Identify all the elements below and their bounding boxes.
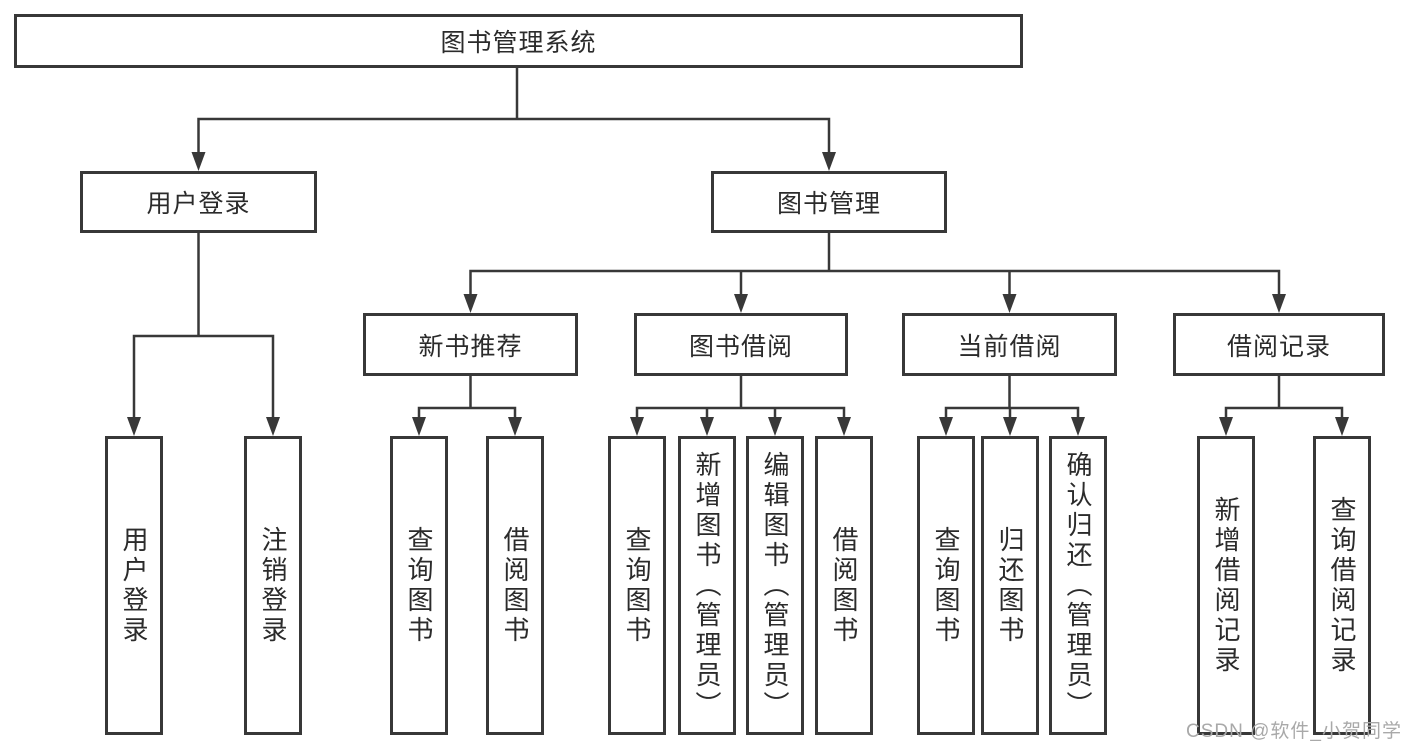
connector-root-to-level2 [197, 117, 831, 153]
node-label: 用户登录 [146, 190, 251, 218]
arrow-down-icon [1219, 417, 1233, 436]
node-library-management-system: 图书管理系统 [14, 14, 1023, 68]
arrow-down-icon [412, 417, 426, 436]
node-label: 图书借阅 [688, 332, 793, 361]
arrow-down-icon [127, 417, 141, 436]
node-current-borrow: 当前借阅 [902, 313, 1117, 376]
connector-paths [132, 68, 1344, 419]
node-borrow-records: 借阅记录 [1173, 313, 1385, 376]
arrow-down-icon [837, 417, 851, 436]
node-user-login: 用户登录 [80, 171, 317, 233]
arrow-down-icon [191, 152, 206, 171]
arrow-down-icon [1071, 417, 1085, 436]
connector-newbook-to-leaves [417, 406, 517, 419]
leaf-query-books-borrow: 查询图书 [608, 436, 666, 735]
leaf-user-login: 用户登录 [105, 436, 163, 735]
leaf-confirm-return-admin: 确认归还（管理员） [1049, 436, 1107, 735]
node-label: 查询图书 [622, 525, 652, 646]
connector-current-to-leaves [944, 406, 1080, 419]
node-label: 新书推荐 [418, 332, 523, 361]
connector-bookmgmt-to-level3 [469, 269, 1281, 296]
leaf-query-books-recommend: 查询图书 [390, 436, 448, 735]
node-label: 新增借阅记录 [1211, 495, 1241, 676]
arrow-down-icon [939, 417, 953, 436]
node-book-borrow: 图书借阅 [634, 313, 848, 376]
arrow-down-icon [463, 294, 478, 313]
node-label: 确认归还（管理员） [1063, 450, 1093, 721]
leaf-edit-book-admin: 编辑图书（管理员） [746, 436, 804, 735]
leaf-borrow-books-recommend: 借阅图书 [486, 436, 544, 735]
leaf-add-borrow-record: 新增借阅记录 [1197, 436, 1255, 735]
arrow-down-icon [768, 417, 782, 436]
arrow-down-icon [1003, 417, 1017, 436]
leaf-query-books-current: 查询图书 [917, 436, 975, 735]
node-label: 当前借阅 [957, 332, 1062, 361]
node-label: 归还图书 [995, 525, 1025, 646]
node-label: 编辑图书（管理员） [760, 450, 790, 721]
node-book-management: 图书管理 [711, 171, 947, 233]
connector-records-to-leaves [1224, 406, 1344, 419]
node-label: 查询借阅记录 [1327, 495, 1357, 676]
leaf-borrow-books: 借阅图书 [815, 436, 873, 735]
arrow-down-icon [1272, 294, 1286, 313]
arrow-down-icon [266, 417, 280, 436]
node-label: 借阅图书 [829, 525, 859, 646]
arrow-down-icon [822, 152, 836, 171]
csdn-watermark: CSDN @软件_小贺同学 [1186, 721, 1402, 742]
leaf-return-book: 归还图书 [981, 436, 1039, 735]
node-label: 借阅图书 [500, 525, 530, 646]
arrow-down-icon [734, 294, 748, 313]
node-label: 查询图书 [404, 525, 434, 646]
leaf-add-book-admin: 新增图书（管理员） [678, 436, 736, 735]
arrowheads [127, 152, 1349, 436]
node-label: 新增图书（管理员） [692, 450, 722, 721]
arrow-down-icon [700, 417, 714, 436]
arrow-down-icon [1335, 417, 1349, 436]
leaf-logout: 注销登录 [244, 436, 302, 735]
connector-userlogin-to-leaves [132, 334, 275, 419]
node-label: 查询图书 [931, 525, 961, 646]
node-label: 用户登录 [119, 525, 149, 646]
leaf-query-borrow-record: 查询借阅记录 [1313, 436, 1371, 735]
node-new-book-recommend: 新书推荐 [363, 313, 578, 376]
arrow-down-icon [1002, 294, 1017, 313]
node-label: 图书管理系统 [440, 29, 597, 57]
arrow-down-icon [508, 417, 522, 436]
node-label: 图书管理 [776, 190, 881, 218]
connector-borrow-to-leaves [635, 406, 846, 419]
arrow-down-icon [630, 417, 644, 436]
node-label: 注销登录 [258, 525, 288, 646]
node-label: 借阅记录 [1226, 332, 1331, 361]
